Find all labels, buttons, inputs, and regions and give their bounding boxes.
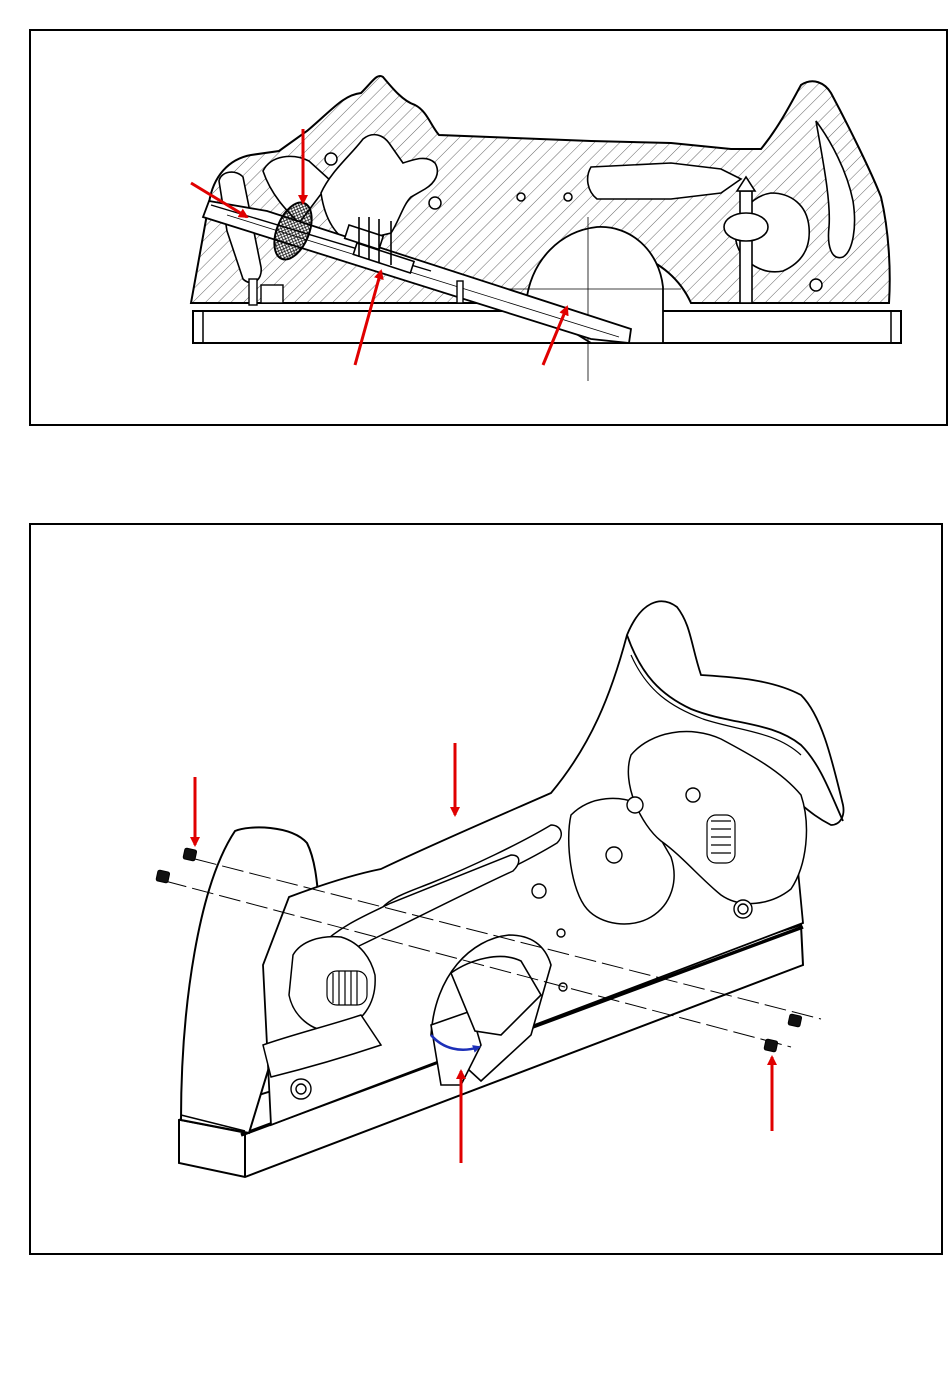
set-screw-icon [788, 1014, 802, 1027]
isometric-view-panel [29, 523, 943, 1255]
set-screw-icon [183, 848, 197, 861]
set-screw-icon [156, 870, 170, 883]
section-view-drawing [31, 31, 946, 424]
section-view-panel [29, 29, 948, 426]
isometric-drawing [31, 525, 941, 1253]
set-screw-icon [764, 1039, 778, 1052]
